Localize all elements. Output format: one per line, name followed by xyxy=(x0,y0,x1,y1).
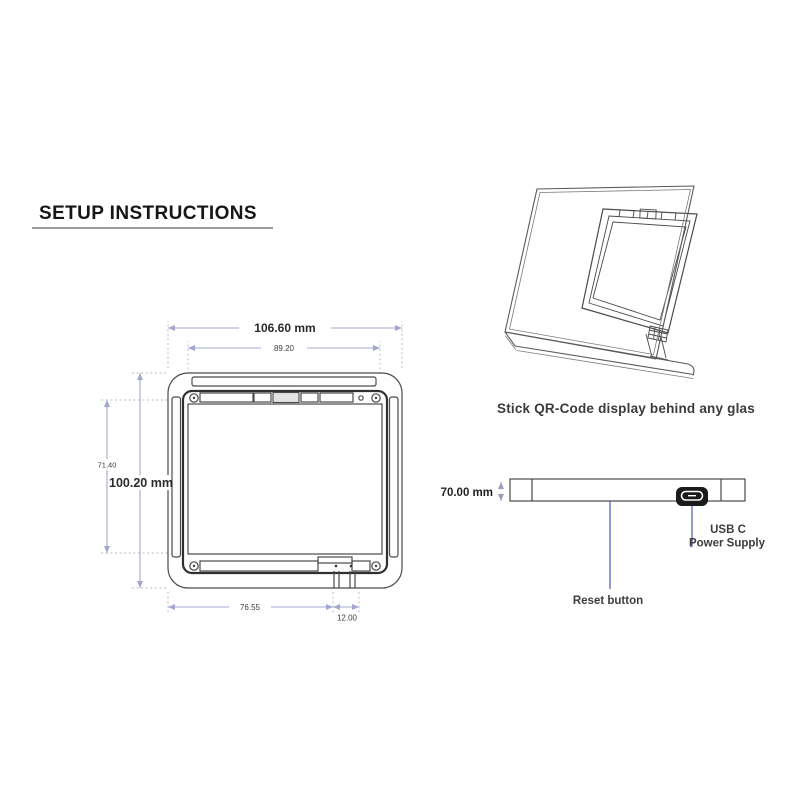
dimension-overall-height: 100.20 mm xyxy=(109,373,173,588)
page-title: SETUP INSTRUCTIONS xyxy=(39,203,257,224)
screw-icons xyxy=(189,393,381,571)
device-3d xyxy=(581,208,698,361)
svg-text:100.20 mm: 100.20 mm xyxy=(109,476,173,490)
inner-panel-frame xyxy=(181,389,389,575)
perspective-caption: Stick QR-Code display behind any glas xyxy=(497,401,755,416)
glass-panel xyxy=(504,185,695,360)
bottom-bar-details xyxy=(199,556,371,588)
top-bar-details xyxy=(199,391,364,404)
svg-text:Reset button: Reset button xyxy=(573,595,643,607)
reset-button-callout: Reset button xyxy=(573,501,643,607)
device-3d-body xyxy=(581,208,698,334)
device-front-outline xyxy=(167,372,403,589)
dimension-connector-offset: 12.00 xyxy=(333,604,359,623)
display-screen-area xyxy=(187,403,383,555)
svg-text:76.55: 76.55 xyxy=(240,603,261,612)
device-3d-top-tabs xyxy=(618,208,677,221)
svg-text:70.00 mm: 70.00 mm xyxy=(441,487,493,499)
svg-text:Power Supply: Power Supply xyxy=(689,538,766,550)
dimension-inner-width: 89.20 xyxy=(188,342,380,353)
left-side-slot xyxy=(171,396,182,558)
dimension-overall-width: 106.60 mm xyxy=(168,320,402,335)
svg-text:89.20: 89.20 xyxy=(274,344,295,353)
svg-text:106.60 mm: 106.60 mm xyxy=(254,321,315,335)
svg-text:71.40: 71.40 xyxy=(98,461,117,470)
device-3d-screen xyxy=(592,221,687,321)
device-side-profile xyxy=(509,478,746,506)
front-view-diagram: 106.60 mm 89.20 100.20 mm 71.40 76.55 xyxy=(95,320,403,623)
top-vent-slot xyxy=(191,376,377,387)
device-3d-feet xyxy=(645,333,669,361)
side-view-diagram: 70.00 mm Reset button USB C Power Supply xyxy=(441,478,766,607)
usb-c-port-icon xyxy=(676,487,708,506)
dimension-bottom-width: 76.55 xyxy=(168,600,333,612)
right-side-slot xyxy=(388,396,399,558)
device-outer-housing xyxy=(167,372,403,589)
dimension-thickness: 70.00 mm xyxy=(441,482,504,501)
title-underline xyxy=(32,227,273,229)
usb-c-callout: USB C Power Supply xyxy=(689,506,766,550)
glass-base xyxy=(504,331,695,379)
glass-stand xyxy=(504,185,695,379)
perspective-view-diagram xyxy=(504,185,698,379)
svg-text:USB C: USB C xyxy=(710,524,746,536)
sensor-hole xyxy=(358,395,364,401)
device-side-body xyxy=(509,478,746,502)
svg-text:12.00: 12.00 xyxy=(337,614,358,623)
dimension-inner-height: 71.40 xyxy=(95,400,120,553)
